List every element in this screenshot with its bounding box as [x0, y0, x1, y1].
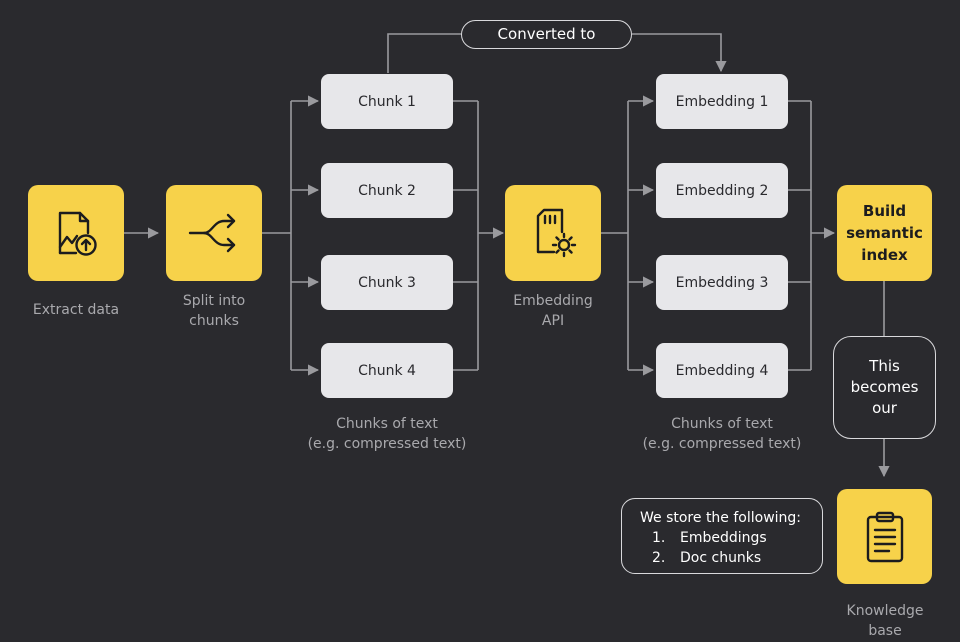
knowledge-base-label-line2: base	[868, 623, 902, 639]
embedding-label: Embedding 3	[675, 274, 769, 291]
store-note: We store the following: 1. Embeddings 2. D…	[621, 498, 823, 574]
split-label-line2: chunks	[189, 313, 239, 329]
store-item-text: Embeddings	[680, 530, 767, 546]
split-label: Split into chunks	[150, 291, 278, 331]
extract-data-text: Extract data	[32, 302, 120, 318]
split-label-line1: Split into	[182, 293, 246, 309]
knowledge-base-label: Knowledge base	[820, 601, 950, 641]
embedding-api-node	[505, 185, 601, 281]
chunk-label: Chunk 3	[358, 274, 416, 291]
store-item-number: 2.	[652, 550, 666, 566]
chunk-label: Chunk 4	[358, 362, 416, 379]
store-title: We store the following:	[640, 510, 802, 526]
becomes-line3: our	[872, 399, 897, 417]
embedding-api-label: Embedding API	[483, 291, 623, 331]
chunk-box: Chunk 4	[321, 343, 453, 398]
converted-to-pill: Converted to	[461, 20, 632, 49]
store-item-number: 1.	[652, 530, 666, 546]
chunks-caption: Chunks of text (e.g. compressed text)	[292, 414, 482, 454]
build-index-line3: index	[861, 246, 908, 264]
extract-data-node	[28, 185, 124, 281]
knowledge-base-node	[837, 489, 932, 584]
clipboard-icon	[866, 511, 903, 562]
embedding-box: Embedding 3	[656, 255, 788, 310]
store-item: 1. Embeddings	[640, 528, 822, 548]
build-index-line2: semantic	[846, 224, 923, 242]
chunk-label: Chunk 2	[358, 182, 416, 199]
document-upload-icon	[58, 211, 97, 256]
becomes-line2: becomes	[850, 378, 919, 396]
build-index-node: Build semantic index	[837, 185, 932, 281]
chunk-box: Chunk 1	[321, 74, 453, 129]
embedding-label: Embedding 4	[675, 362, 769, 379]
embeddings-caption-line1: Chunks of text	[671, 416, 773, 432]
split-arrows-icon	[188, 213, 236, 253]
sd-card-gear-icon	[536, 208, 577, 258]
embeddings-caption: Chunks of text (e.g. compressed text)	[627, 414, 817, 454]
embedding-box: Embedding 2	[656, 163, 788, 218]
store-item-text: Doc chunks	[680, 550, 762, 566]
embedding-api-label-line1: Embedding	[513, 293, 593, 309]
chunks-caption-line1: Chunks of text	[336, 416, 438, 432]
embedding-box: Embedding 1	[656, 74, 788, 129]
chunk-label: Chunk 1	[358, 93, 416, 110]
embeddings-caption-line2: (e.g. compressed text)	[642, 436, 802, 452]
embedding-box: Embedding 4	[656, 343, 788, 398]
extract-data-label: Extract data	[10, 300, 142, 320]
split-node	[166, 185, 262, 281]
store-item: 2. Doc chunks	[640, 548, 822, 568]
chunks-caption-line2: (e.g. compressed text)	[307, 436, 467, 452]
embedding-label: Embedding 1	[675, 93, 769, 110]
knowledge-base-label-line1: Knowledge	[846, 603, 924, 619]
converted-to-text: Converted to	[497, 25, 596, 43]
embedding-label: Embedding 2	[675, 182, 769, 199]
chunk-box: Chunk 2	[321, 163, 453, 218]
build-index-line1: Build	[862, 202, 907, 220]
chunk-box: Chunk 3	[321, 255, 453, 310]
becomes-note: This becomes our	[833, 336, 936, 439]
becomes-line1: This	[869, 357, 900, 375]
embedding-api-label-line2: API	[541, 313, 565, 329]
